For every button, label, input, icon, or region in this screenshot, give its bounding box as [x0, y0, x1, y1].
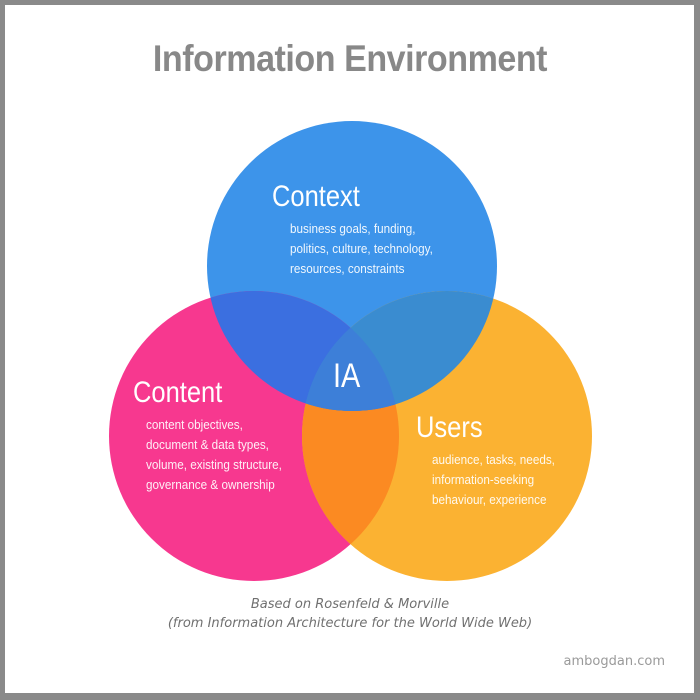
content-description-line: content objectives, [146, 417, 243, 432]
users-description: audience, tasks, needs, information-seek… [432, 450, 555, 510]
context-description: business goals, funding, politics, cultu… [290, 219, 433, 279]
center-overlap [302, 291, 399, 411]
content-description-line: document & data types, [146, 437, 269, 452]
caption-line-1: Based on Rosenfeld & Morville [250, 597, 450, 612]
users-description-line: information-seeking [432, 472, 535, 487]
content-description-line: governance & ownership [146, 477, 275, 492]
users-description-line: behaviour, experience [432, 492, 547, 507]
caption-line-2: (from Information Architecture for the W… [167, 616, 533, 631]
content-description-line: volume, existing structure, [146, 457, 282, 472]
context-label: Context [272, 180, 360, 213]
context-description-line: business goals, funding, [290, 221, 416, 236]
users-label: Users [416, 411, 483, 444]
users-description-line: audience, tasks, needs, [432, 452, 555, 467]
watermark: ambogdan.com [563, 654, 665, 669]
content-description: content objectives, document & data type… [146, 415, 282, 495]
context-description-line: politics, culture, technology, [290, 241, 433, 256]
ia-center-label: IA [333, 357, 361, 395]
content-label: Content [133, 376, 223, 409]
diagram-title: Information Environment [152, 38, 548, 79]
context-description-line: resources, constraints [290, 261, 405, 276]
